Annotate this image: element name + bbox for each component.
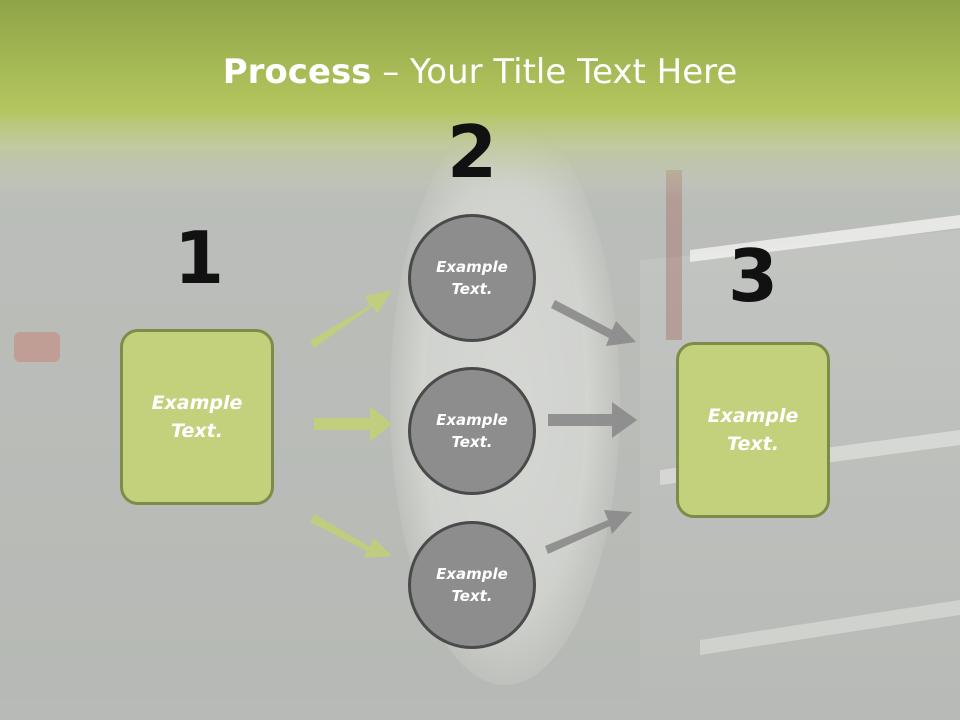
step-number-3: 3 bbox=[727, 234, 779, 318]
arrow-1-to-middle bbox=[314, 406, 392, 442]
step-3-box: Example Text. bbox=[676, 342, 830, 518]
arrow-1-to-bottom bbox=[310, 514, 392, 558]
step-2-text-top: Example Text. bbox=[436, 257, 508, 299]
arrow-top-to-3 bbox=[551, 300, 636, 346]
slide-title: Process – Your Title Text Here bbox=[0, 52, 960, 92]
step-1-box: Example Text. bbox=[120, 329, 274, 505]
arrow-bottom-to-3 bbox=[545, 510, 632, 554]
arrow-1-to-top bbox=[310, 290, 392, 348]
arrow-middle-to-3 bbox=[548, 402, 637, 438]
step-number-1: 1 bbox=[173, 216, 225, 300]
step-2-circle-bottom: Example Text. bbox=[408, 521, 536, 649]
title-strong: Process bbox=[222, 52, 372, 92]
title-rest: – Your Title Text Here bbox=[371, 52, 738, 92]
step-1-text: Example Text. bbox=[151, 391, 243, 443]
step-3-text: Example Text. bbox=[707, 404, 799, 456]
step-number-2: 2 bbox=[446, 110, 498, 194]
step-2-circle-middle: Example Text. bbox=[408, 367, 536, 495]
step-2-text-bottom: Example Text. bbox=[436, 564, 508, 606]
step-2-text-middle: Example Text. bbox=[436, 410, 508, 452]
step-2-circle-top: Example Text. bbox=[408, 214, 536, 342]
